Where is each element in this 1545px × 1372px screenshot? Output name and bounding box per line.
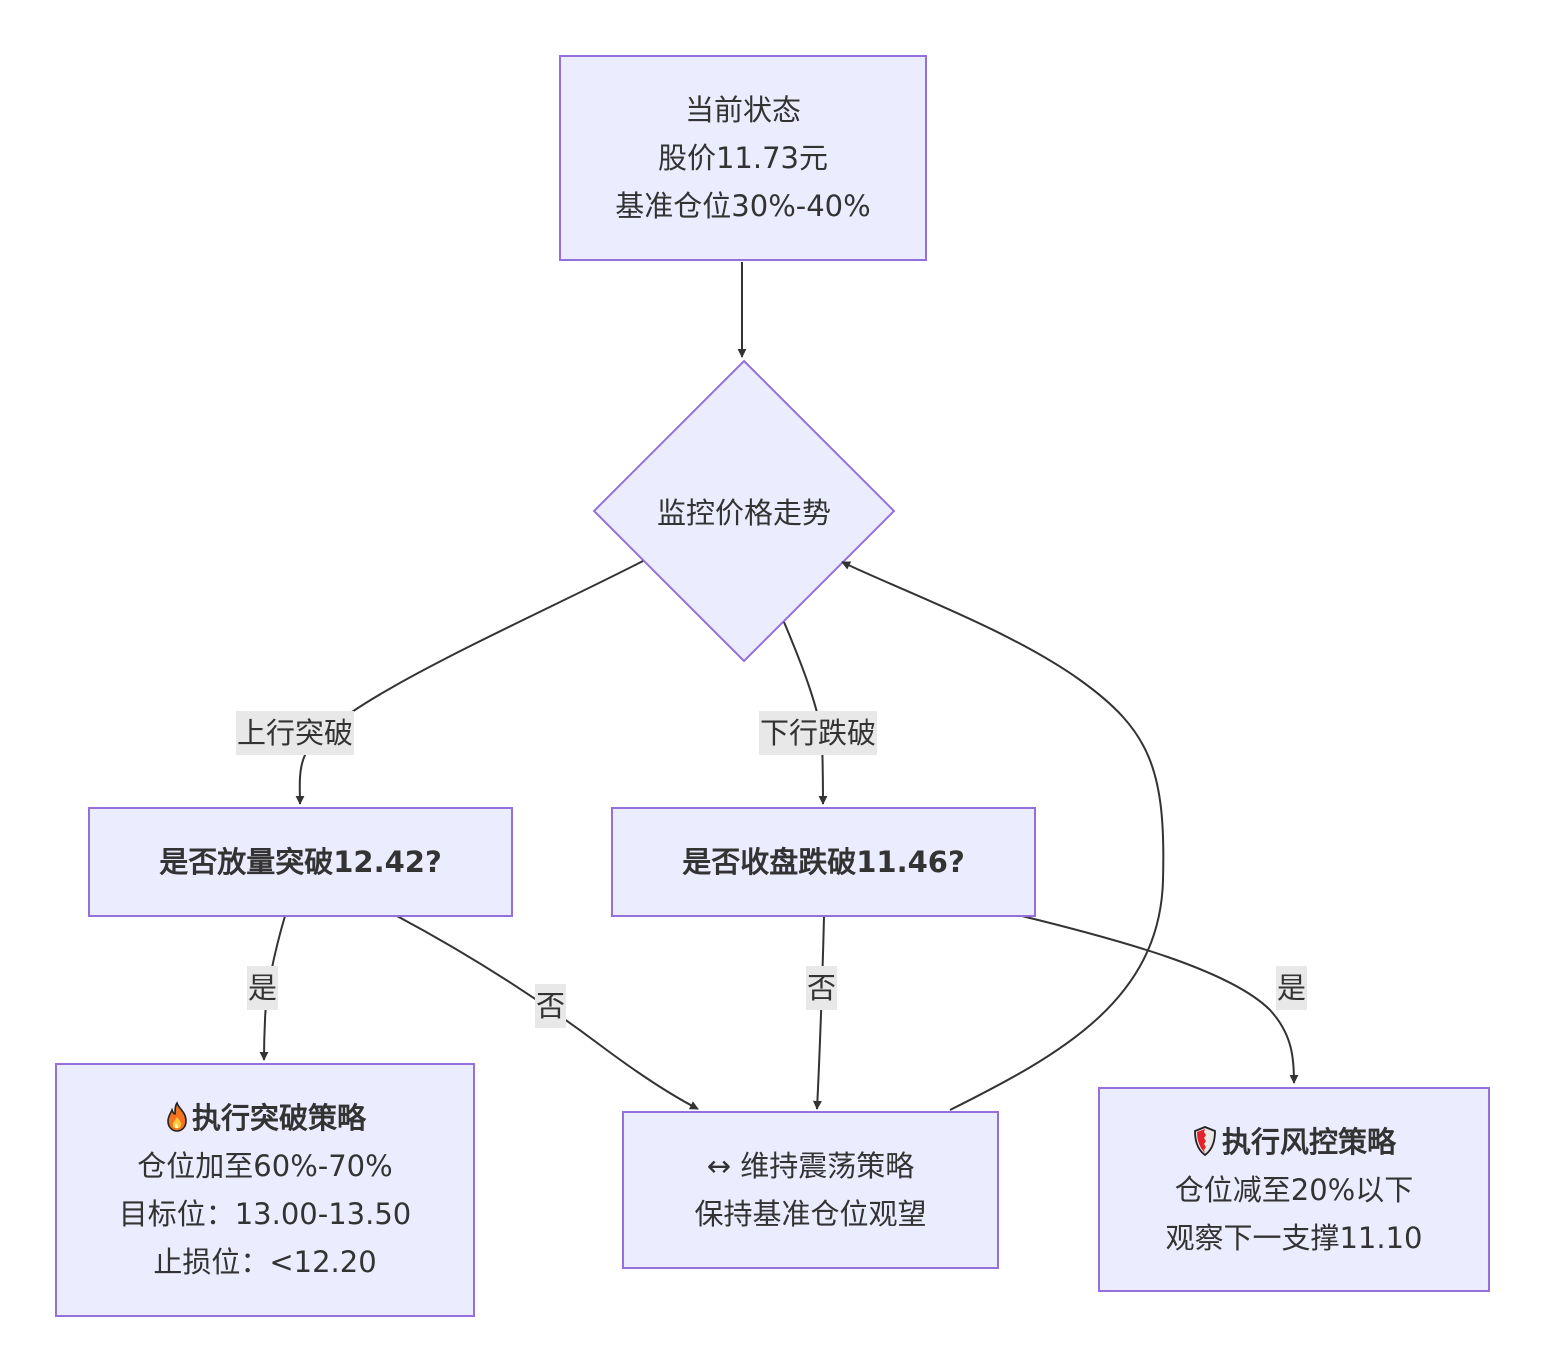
monitor-label: 监控价格走势 [656, 496, 831, 530]
fire-icon [167, 1101, 187, 1132]
breakout-strategy-title-row: 执行突破策略 [164, 1094, 366, 1142]
edge-monitor-to-breakout [295, 560, 644, 805]
node-range-strategy[interactable]: ↔ 维持震荡策略 保持基准仓位观望 [622, 1111, 999, 1269]
edge-label-downward-breakdown: 下行跌破 [759, 711, 878, 755]
breakout-strategy-line-2: 目标位：13.00-13.50 [118, 1197, 412, 1231]
edge-label-upward-breakout: 上行突破 [236, 711, 355, 755]
range-strategy-line-2: 保持基准仓位观望 [694, 1197, 927, 1231]
edge-range-to-monitor [841, 561, 1165, 1111]
shield-icon [1194, 1125, 1216, 1156]
edge-label-breakout-no: 否 [535, 984, 567, 1028]
edge-breakdown-to-range [812, 915, 825, 1110]
edge-label-breakout-yes: 是 [247, 966, 279, 1010]
monitor-diamond[interactable] [592, 359, 896, 663]
edge-label-breakdown-yes: 是 [1276, 966, 1308, 1010]
node-breakout-check[interactable]: 是否放量突破12.42? [88, 807, 513, 917]
breakdown-check-label: 是否收盘跌破11.46? [682, 845, 965, 879]
breakout-strategy-title: 执行突破策略 [191, 1101, 366, 1135]
edge-label-breakdown-no: 否 [806, 966, 838, 1010]
edge-breakout-to-range [396, 915, 699, 1110]
risk-strategy-title-row: 执行风控策略 [1192, 1118, 1396, 1166]
risk-strategy-line-2: 观察下一支撑11.10 [1165, 1220, 1423, 1255]
node-risk-strategy[interactable]: 执行风控策略 仓位减至20%以下 观察下一支撑11.10 [1098, 1087, 1490, 1292]
current-state-line-1: 当前状态 [684, 93, 801, 127]
breakout-strategy-line-1: 仓位加至60%-70% [137, 1149, 393, 1183]
current-state-line-3: 基准仓位30%-40% [615, 189, 871, 223]
breakout-strategy-line-3: 止损位：<12.20 [153, 1245, 377, 1279]
node-breakdown-check[interactable]: 是否收盘跌破11.46? [611, 807, 1036, 917]
risk-strategy-line-1: 仓位减至20%以下 [1174, 1172, 1414, 1207]
current-state-line-2: 股价11.73元 [657, 141, 829, 175]
edge-breakout-to-yes [259, 915, 286, 1061]
range-strategy-line-1: ↔ 维持震荡策略 [706, 1149, 915, 1183]
breakout-check-label: 是否放量突破12.42? [159, 845, 442, 879]
edge-breakdown-to-risk [1021, 915, 1299, 1084]
risk-strategy-title: 执行风控策略 [1221, 1124, 1396, 1159]
node-current-state[interactable]: 当前状态 股价11.73元 基准仓位30%-40% [559, 55, 927, 261]
node-breakout-strategy[interactable]: 执行突破策略 仓位加至60%-70% 目标位：13.00-13.50 止损位：<… [55, 1063, 475, 1317]
